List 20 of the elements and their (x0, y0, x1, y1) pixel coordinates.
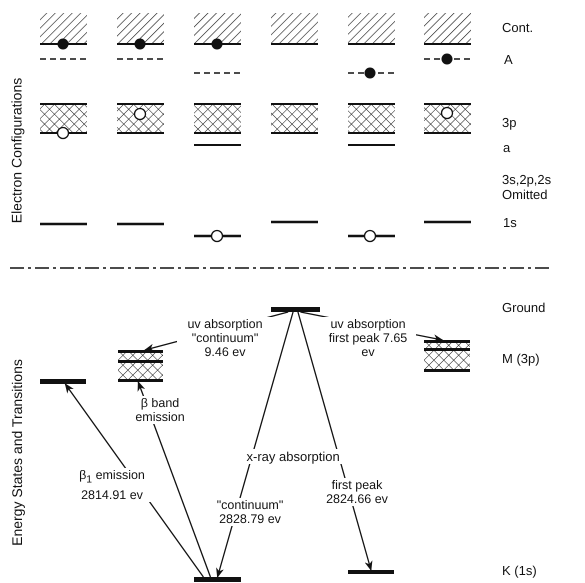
row-label: 3s,2p,2s Omitted (502, 172, 552, 202)
row-label: K (1s) (502, 563, 537, 578)
energy-level-bar (40, 379, 86, 384)
row-label: Cont. (502, 20, 534, 35)
row-label: M (3p) (502, 351, 540, 366)
row-label: a (503, 140, 510, 155)
energy-level-bar (194, 577, 241, 582)
axis-label: Electron Configurations (9, 77, 24, 223)
row-label: A (504, 52, 513, 67)
edge-label: uv absorption "continuum" 9.46 ev (177, 317, 273, 359)
row-label: Ground (502, 300, 546, 315)
axis-label: Energy States and Transitions (9, 358, 24, 546)
energy-band (118, 350, 163, 382)
row-label: 1s (503, 215, 517, 230)
transition-label: x-ray absorption (244, 448, 343, 464)
energy-level-bar (348, 570, 394, 574)
energy-level-bar (271, 307, 320, 312)
edge-label: uv absorption first peak 7.65 ev (320, 317, 416, 359)
energy-band (424, 340, 470, 372)
row-label: 3p (502, 115, 516, 130)
